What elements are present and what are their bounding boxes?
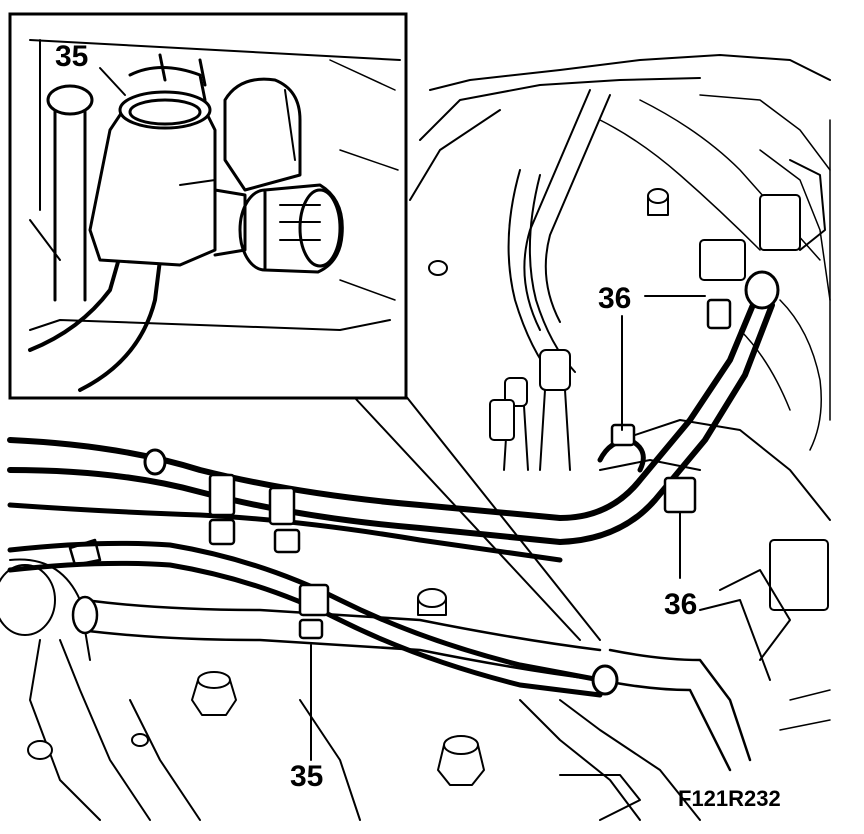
engine-background	[0, 54, 831, 821]
callout-36-top: 36	[598, 282, 631, 315]
bolt-lower-middle	[437, 735, 485, 786]
callout-leaders	[99, 67, 706, 761]
callout-35-inset: 35	[55, 40, 88, 73]
hose-bundle	[7, 270, 780, 698]
callout-35-bottom: 35	[290, 760, 323, 793]
bolt-middle	[417, 588, 447, 616]
inset-detail	[8, 12, 601, 641]
bolt-lower-left	[191, 671, 237, 716]
hose-clips	[68, 298, 732, 640]
callout-36-right: 36	[664, 588, 697, 621]
figure-code: F121R232	[678, 786, 781, 811]
